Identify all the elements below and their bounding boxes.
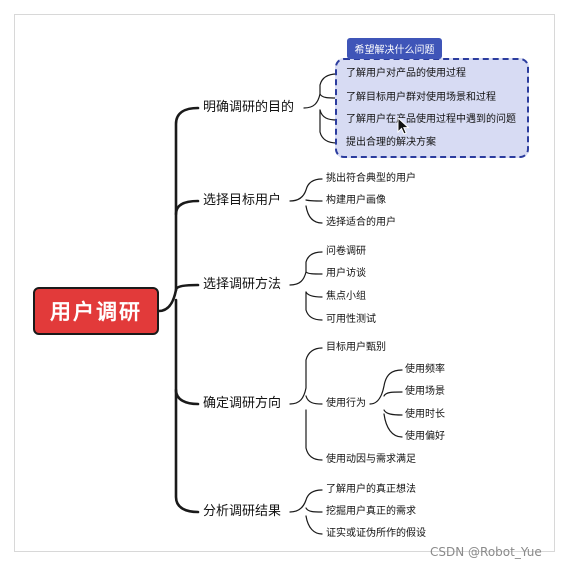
mouse-cursor-icon bbox=[397, 117, 410, 135]
leaf-direction-3: 使用动因与需求满足 bbox=[326, 454, 416, 465]
leaf-target-1: 挑出符合典型的用户 bbox=[326, 173, 416, 184]
branch-direction: 确定调研方向 bbox=[203, 396, 282, 411]
leaf-method-3: 焦点小组 bbox=[326, 291, 366, 302]
leaf-purpose-3: 了解用户在产品使用过程中遇到的问题 bbox=[346, 114, 516, 125]
leaf-direction-1: 目标用户甄别 bbox=[326, 342, 386, 353]
leaf-method-4: 可用性测试 bbox=[326, 314, 376, 325]
branch-analysis: 分析调研结果 bbox=[203, 504, 282, 519]
branch-method: 选择调研方法 bbox=[203, 277, 282, 292]
leaf-target-3: 选择适合的用户 bbox=[326, 217, 396, 228]
leaf-behavior-frequency: 使用频率 bbox=[405, 364, 445, 375]
watermark: CSDN @Robot_Yue bbox=[430, 545, 542, 559]
leaf-analysis-1: 了解用户的真正想法 bbox=[326, 484, 416, 495]
root-node: 用户调研 bbox=[33, 287, 159, 335]
leaf-method-2: 用户访谈 bbox=[326, 268, 366, 279]
leaf-behavior-scene: 使用场景 bbox=[405, 386, 445, 397]
leaf-direction-2: 使用行为 bbox=[326, 398, 366, 409]
leaf-method-1: 问卷调研 bbox=[326, 246, 366, 257]
leaf-analysis-2: 挖掘用户真正的需求 bbox=[326, 506, 416, 517]
leaf-purpose-4: 提出合理的解决方案 bbox=[346, 137, 436, 148]
leaf-purpose-2: 了解目标用户群对使用场景和过程 bbox=[346, 92, 496, 103]
callout-tag: 希望解决什么问题 bbox=[347, 38, 442, 59]
leaf-behavior-duration: 使用时长 bbox=[405, 409, 445, 420]
branch-purpose: 明确调研的目的 bbox=[203, 100, 295, 115]
leaf-target-2: 构建用户画像 bbox=[326, 195, 386, 206]
leaf-analysis-3: 证实或证伪所作的假设 bbox=[326, 528, 426, 539]
leaf-behavior-preference: 使用偏好 bbox=[405, 431, 445, 442]
callout-box bbox=[335, 58, 529, 158]
leaf-purpose-1: 了解用户对产品的使用过程 bbox=[346, 68, 466, 79]
branch-target-users: 选择目标用户 bbox=[203, 193, 282, 208]
